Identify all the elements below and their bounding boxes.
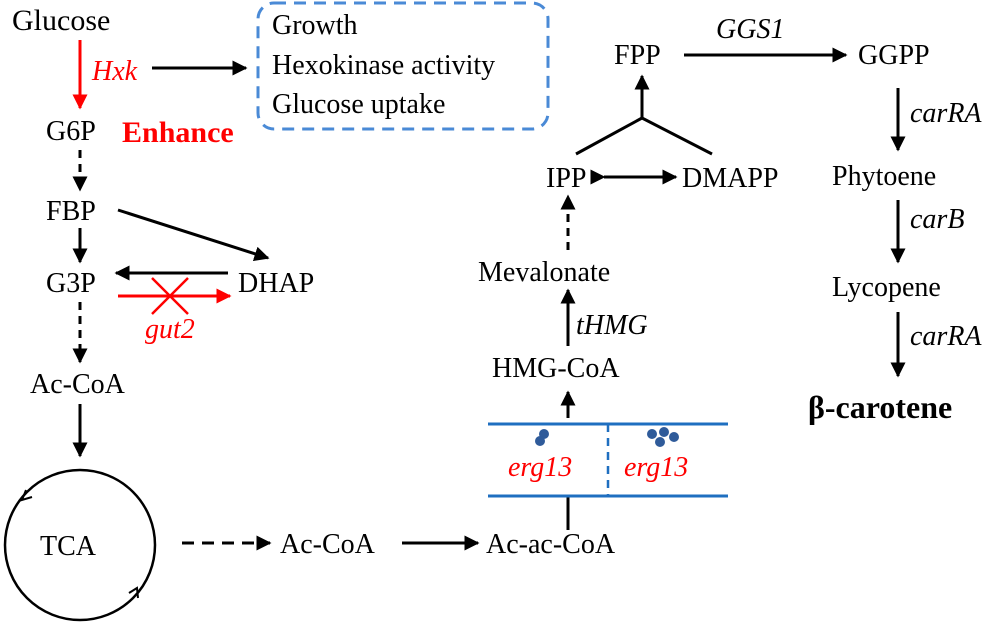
fbp-label: FBP — [46, 196, 96, 227]
accoa-mito-label: Ac-CoA — [280, 529, 376, 560]
effect-glucose-uptake: Glucose uptake — [272, 89, 445, 120]
glucose-label: Glucose — [12, 4, 110, 37]
enhance-label: Enhance — [122, 116, 234, 149]
g6p-label: G6P — [46, 116, 96, 147]
carb-gene-label: carB — [910, 204, 964, 235]
bcarotene-label: β-carotene — [808, 389, 952, 425]
accoa-label: Ac-CoA — [30, 369, 126, 400]
fbp-to-dhap-arrow — [117, 208, 270, 262]
erg13-ball-right-4 — [655, 437, 665, 447]
g3p-label: G3P — [46, 268, 96, 299]
effects-box — [256, 1, 550, 131]
tca-cycle-arrowhead-right — [128, 586, 139, 599]
erg13-right-label: erg13 — [624, 452, 688, 483]
dmapp-merge-line — [641, 116, 713, 156]
ggs1-gene-label: GGS1 — [716, 14, 784, 45]
carra-gene-label-1: carRA — [910, 98, 982, 129]
gut2-gene-label: gut2 — [145, 314, 195, 345]
hmgcoa-label: HMG-CoA — [492, 353, 620, 384]
tca-cycle-circle — [3, 468, 157, 622]
mevalonate-label: Mevalonate — [478, 257, 610, 288]
erg13-ball-right-2 — [659, 427, 669, 437]
carra-gene-label-2: carRA — [910, 321, 982, 352]
dmapp-label: DMAPP — [682, 163, 778, 194]
effect-growth: Growth — [272, 10, 358, 41]
fpp-label: FPP — [614, 40, 661, 71]
dhap-label: DHAP — [238, 268, 314, 299]
erg13-left-label: erg13 — [508, 452, 572, 483]
thmg-gene-label: tHMG — [576, 310, 648, 341]
acaccoa-label: Ac-ac-CoA — [486, 529, 616, 560]
ipp-merge-line — [575, 116, 643, 156]
hxk-gene-label: Hxk — [91, 56, 138, 87]
effect-hexokinase-activity: Hexokinase activity — [272, 50, 495, 81]
tca-label: TCA — [40, 531, 97, 562]
erg13-ball-right-1 — [647, 429, 657, 439]
block-cross-b — [151, 277, 189, 315]
erg13-ball-right-3 — [669, 432, 679, 442]
ggpp-label: GGPP — [858, 40, 930, 71]
tca-cycle-arrowhead-left — [20, 489, 33, 502]
erg13-ball-left-2 — [535, 436, 545, 446]
ipp-label: IPP — [546, 163, 586, 194]
lycopene-label: Lycopene — [832, 272, 941, 303]
phytoene-label: Phytoene — [832, 161, 936, 192]
